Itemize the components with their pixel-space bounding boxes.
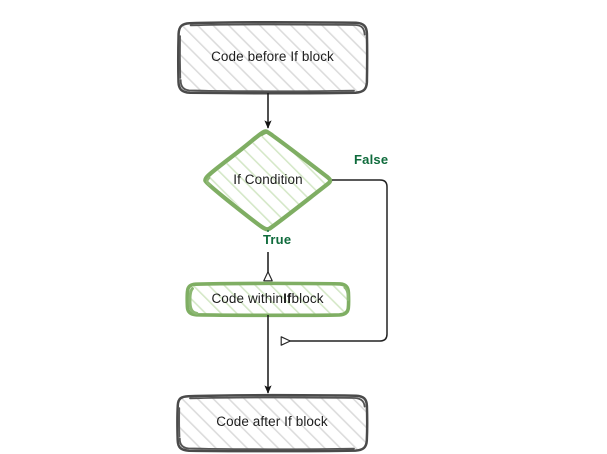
node-code-before[interactable] [177, 21, 369, 95]
edge-label-true: True [263, 232, 292, 247]
edge-label-false: False [354, 152, 389, 167]
node-if-condition[interactable] [203, 129, 333, 232]
edge-condition-false [280, 179, 388, 346]
node-code-within[interactable] [185, 281, 351, 318]
node-code-after[interactable] [176, 394, 369, 453]
